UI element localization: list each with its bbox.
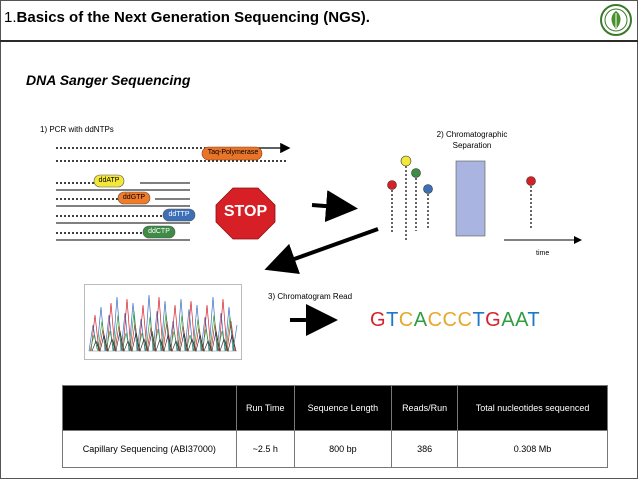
sequence-base: G: [485, 309, 502, 331]
stop-sign-icon: [215, 187, 276, 240]
ddatp-pill: [93, 174, 125, 188]
sequence-base: A: [413, 309, 428, 331]
sequence-base: G: [370, 309, 387, 331]
row-reads-run: 386: [391, 430, 459, 468]
header-run-time: Run Time: [235, 385, 295, 431]
arrow-to-separation: [311, 190, 358, 223]
header-reads-run: Reads/Run: [391, 385, 459, 431]
step2-label: 2) Chromatographic Separation: [436, 130, 508, 150]
chromatogram-trace-image: [88, 294, 238, 353]
chromatography-column: [455, 160, 486, 237]
step1-label: 1) PCR with ddNTPs: [40, 125, 114, 134]
stop-label: STOP: [223, 203, 268, 220]
separation-fragments: [387, 155, 433, 240]
sequence-base: T: [386, 309, 399, 331]
sequence-base: C: [457, 309, 473, 331]
sequence-base: A: [515, 309, 528, 331]
sequence-base: T: [472, 309, 486, 331]
leaf-logo-icon: [600, 4, 632, 36]
detector-ball: [526, 176, 536, 186]
row-sequence-length: 800 bp: [293, 430, 393, 468]
header-sequence-length: Sequence Length: [293, 385, 393, 431]
ddgtp-pill: [117, 191, 151, 205]
row-total-nucleotides: 0.308 Mb: [457, 430, 608, 468]
sequence-base: C: [442, 309, 458, 331]
ddgtp-label: ddGTP: [122, 194, 146, 201]
stats-table: Run Time Sequence Length Reads/Run Total…: [62, 385, 608, 468]
table-row: Capillary Sequencing (ABI37000) ~2.5 h 8…: [62, 430, 608, 468]
header-total-nucleotides: Total nucleotides sequenced: [457, 385, 608, 431]
sequence-base: T: [527, 309, 541, 331]
table-header-row: Run Time Sequence Length Reads/Run Total…: [62, 385, 608, 431]
step3-label: 3) Chromatogram Read: [268, 292, 353, 301]
title-number: 1.: [4, 9, 17, 26]
ddatp-label: ddATP: [98, 177, 120, 184]
polymerase-label: Taq-Polymerase: [207, 149, 259, 156]
chromatogram-trace: [84, 284, 242, 360]
ddctp-pill: [142, 225, 176, 239]
row-platform: Capillary Sequencing (ABI37000): [62, 430, 237, 468]
sequence-base: A: [501, 309, 516, 331]
title-text: Basics of the Next Generation Sequencing…: [16, 9, 370, 26]
ddttp-label: ddTTP: [168, 211, 190, 218]
sequence-read: GTCACCCTGAAT: [370, 309, 540, 332]
section-subtitle: DNA Sanger Sequencing: [26, 72, 191, 88]
polymerase-pill: [201, 146, 263, 161]
table-header-corner: [62, 385, 237, 431]
title-divider: [0, 40, 638, 42]
ddctp-label: ddCTP: [148, 228, 170, 235]
row-run-time: ~2.5 h: [235, 430, 295, 468]
sequence-base: C: [427, 309, 443, 331]
arrow-to-chromatogram: [264, 227, 379, 274]
fragment-strands: [56, 182, 190, 241]
ddttp-pill: [162, 208, 196, 222]
time-label: time: [536, 250, 550, 257]
sequence-base: C: [398, 309, 414, 331]
slide-title: 1.Basics of the Next Generation Sequenci…: [4, 9, 370, 26]
